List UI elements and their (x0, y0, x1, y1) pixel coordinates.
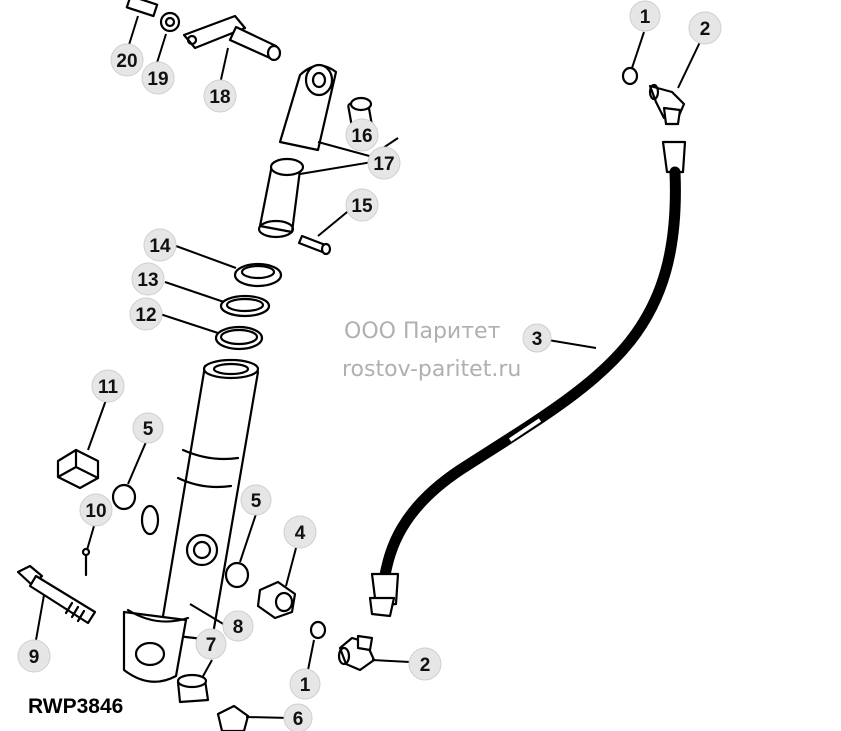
part-18-lever-pin (182, 14, 282, 62)
part-4-fitting (256, 580, 297, 620)
callout-label: 2 (420, 655, 431, 676)
callout-label: 11 (98, 377, 119, 398)
callout-14: 14 (143, 228, 177, 262)
callout-label: 1 (640, 7, 651, 28)
callout-label: 3 (532, 329, 543, 350)
callout-1-bottom: 1 (289, 668, 321, 700)
callout-3: 3 (522, 323, 552, 353)
part-6-nut (216, 704, 250, 731)
part-10-pin (81, 547, 91, 577)
watermark-company: ООО Паритет (344, 319, 501, 344)
diagram-code: RWP3846 (28, 695, 123, 718)
callout-2-top: 2 (688, 11, 722, 45)
callout-9: 9 (17, 639, 51, 673)
part-5-o-ring-left (111, 483, 137, 511)
callout-17: 17 (367, 146, 401, 180)
part-17-clevis (257, 63, 338, 239)
callout-label: 4 (295, 523, 306, 544)
callout-label: 7 (206, 635, 217, 656)
part-12-ring (214, 325, 264, 351)
part-13-ring (219, 294, 271, 318)
part-1-o-ring-bottom (309, 620, 327, 640)
callout-label: 19 (147, 69, 168, 90)
callout-5-right: 5 (240, 484, 272, 516)
callout-7: 7 (195, 628, 227, 660)
callout-label: 15 (351, 196, 373, 217)
callout-18: 18 (203, 79, 237, 113)
callout-label: 6 (293, 709, 304, 730)
callout-4: 4 (283, 515, 317, 549)
callout-label: 8 (233, 617, 244, 638)
callout-label: 14 (149, 236, 171, 257)
callout-label: 16 (351, 126, 372, 147)
part-14-ring (233, 262, 283, 288)
callout-label: 10 (85, 501, 106, 522)
callout-label: 18 (209, 87, 230, 108)
callout-8: 8 (222, 610, 254, 642)
callout-11: 11 (91, 369, 125, 403)
part-7-bushing (176, 673, 210, 704)
callout-label: 2 (700, 19, 711, 40)
watermark-url: rostov-paritet.ru (342, 357, 521, 382)
callout-19: 19 (141, 61, 175, 95)
part-20-screw (125, 0, 159, 18)
callout-label: 13 (137, 270, 158, 291)
callout-label: 20 (116, 51, 137, 72)
callout-label: 5 (251, 491, 262, 512)
callout-label: 9 (29, 647, 40, 668)
callout-label: 12 (135, 305, 156, 326)
part-3-hose (368, 140, 687, 618)
callout-label: 17 (373, 154, 394, 175)
callout-15: 15 (345, 188, 379, 222)
callout-label: 1 (300, 675, 311, 696)
part-19-nut (159, 11, 181, 33)
part-15-pin (297, 234, 332, 256)
part-11-plug (56, 448, 100, 490)
part-1-o-ring-top (621, 66, 639, 86)
part-9-bolt (16, 564, 97, 625)
part-5-o-ring-right (224, 561, 250, 589)
callout-13: 13 (131, 262, 165, 296)
callout-16: 16 (345, 118, 379, 152)
callout-2-bottom: 2 (408, 647, 442, 681)
part-2-elbow-bottom (337, 634, 376, 672)
callout-5-left: 5 (132, 412, 164, 444)
callout-label: 5 (143, 419, 154, 440)
callout-6: 6 (283, 703, 313, 731)
callout-20: 20 (110, 43, 144, 77)
callout-12: 12 (129, 297, 163, 331)
callout-10: 10 (79, 493, 113, 527)
callout-1-top: 1 (629, 0, 661, 32)
part-2-elbow-top (648, 83, 686, 126)
